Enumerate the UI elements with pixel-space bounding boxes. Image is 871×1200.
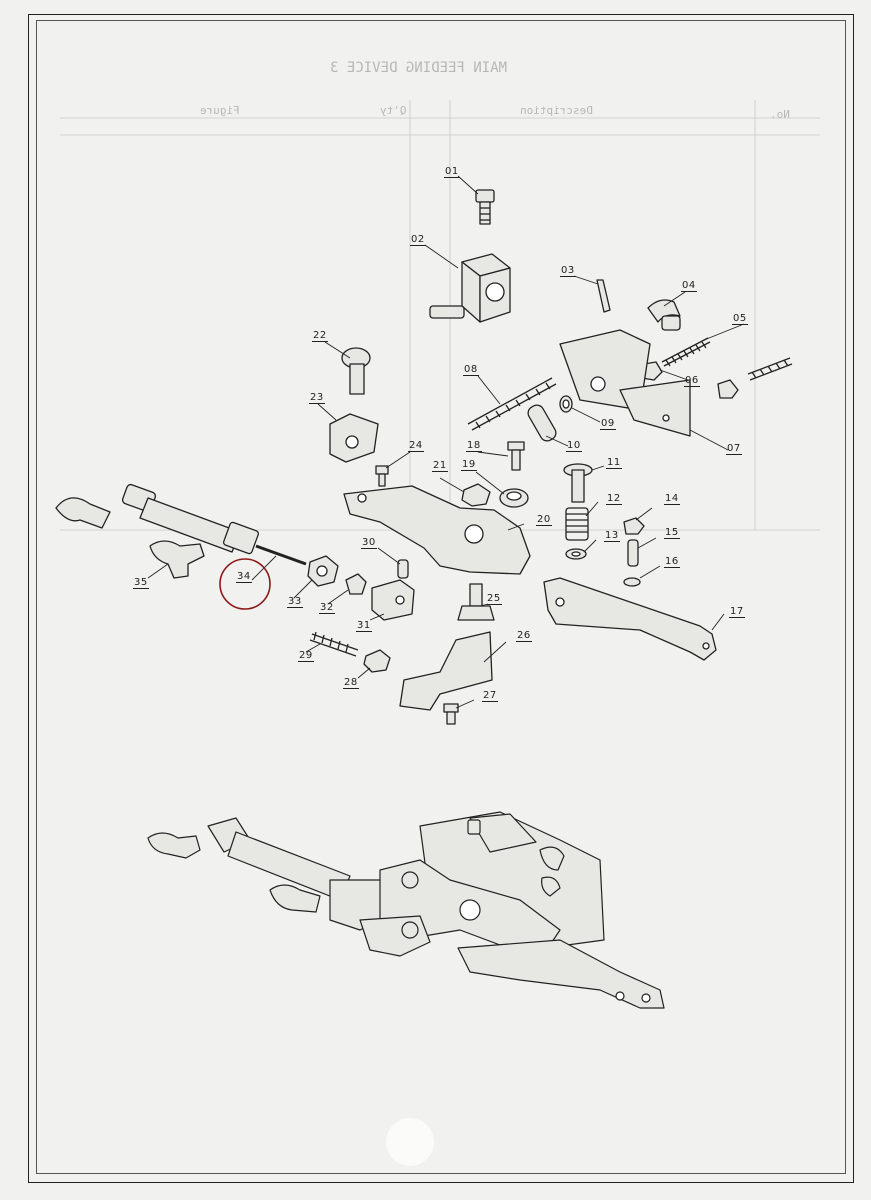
callout-31: 31 [356,620,372,632]
part-12-spring [565,507,589,541]
part-33-nut [307,555,339,587]
assembled-view [147,811,665,1009]
highlight-circle [219,558,271,610]
part-17-link-arm [543,577,717,661]
part-15-pin [627,539,639,567]
hole-punch [386,1118,434,1166]
callout-03: 03 [560,265,576,277]
inner-border [36,20,846,1174]
part-25-stud [457,583,495,621]
part-08-spring [467,377,557,431]
callout-26: 26 [516,630,532,642]
callout-10: 10 [566,440,582,452]
part-28-nut [363,649,391,673]
callout-06: 06 [684,375,700,387]
part-30-pin [397,559,409,579]
part-07-feed-block [559,329,691,437]
outer-border [28,14,854,1183]
part-03-pin [596,279,611,313]
callout-23: 23 [309,392,325,404]
part-13-washer [565,548,587,560]
callout-32: 32 [319,602,335,614]
callout-15: 15 [664,527,680,539]
part-16-washer [623,577,641,587]
part-20-feed-plate [343,485,531,575]
part-11-mushroom-pin [563,463,593,503]
callout-08: 08 [463,364,479,376]
part-26-bracket [399,631,493,711]
callout-21: 21 [432,460,448,472]
callout-12: 12 [606,493,622,505]
callout-25: 25 [486,593,502,605]
part-35-elbow-fitting [55,497,205,579]
callout-27: 27 [482,690,498,702]
callout-24: 24 [408,440,424,452]
part-27-screw [443,703,459,725]
callout-30: 30 [361,537,377,549]
callout-11: 11 [606,457,622,469]
callout-28: 28 [343,677,359,689]
part-10-pin [527,404,557,442]
callout-07: 07 [726,443,742,455]
part-19-bush [499,488,529,508]
part-01-bolt [475,189,495,225]
part-22-screw [341,347,371,395]
callout-33: 33 [287,596,303,608]
parts-line-art [55,189,793,1009]
callout-19: 19 [461,459,477,471]
part-14-nut [623,517,645,535]
callout-22: 22 [312,330,328,342]
part-23-bracket [329,413,379,463]
callout-29: 29 [298,650,314,662]
callout-16: 16 [664,556,680,568]
callout-04: 04 [681,280,697,292]
part-21-nut [461,483,491,507]
part-34-air-cylinder [121,483,307,566]
callout-20: 20 [536,514,552,526]
part-02-block [429,253,511,323]
callout-01: 01 [444,166,460,178]
part-31-block [371,579,415,621]
callout-18: 18 [466,440,482,452]
part-18-screw [507,441,525,471]
part-24-screw [375,465,389,487]
callout-14: 14 [664,493,680,505]
callout-13: 13 [604,530,620,542]
part-05-spring [661,337,793,381]
callout-02: 02 [410,234,426,246]
leader-lines [147,175,745,709]
part-09-ring [559,395,573,413]
part-04-elbow [647,299,681,331]
callout-34: 34 [236,571,252,583]
callout-17: 17 [729,606,745,618]
part-32-nut [345,573,367,595]
callout-05: 05 [732,313,748,325]
callout-35: 35 [133,577,149,589]
part-29-spring [309,631,359,657]
callout-09: 09 [600,418,616,430]
